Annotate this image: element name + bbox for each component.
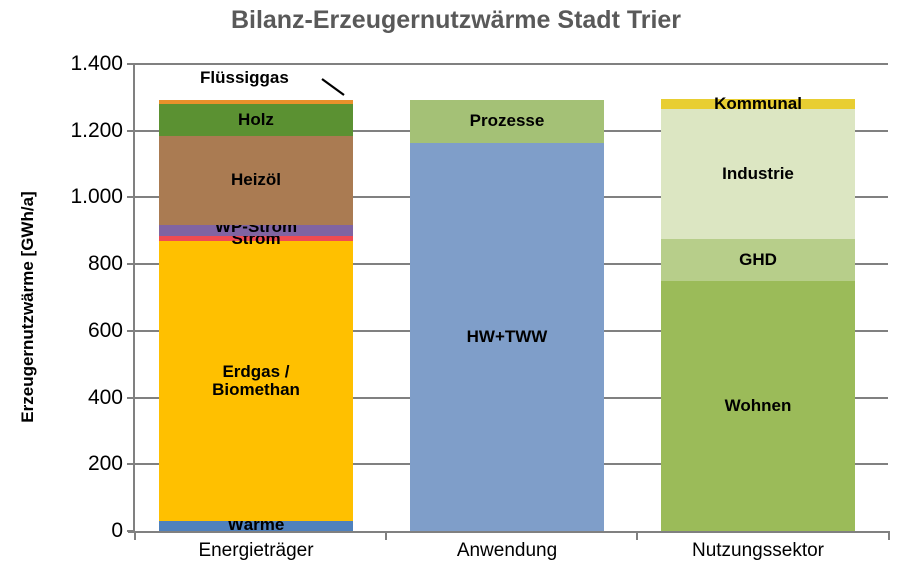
bar-segment-erdgas-biomethan[interactable]: Erdgas / Biomethan xyxy=(159,240,353,521)
x-axis-tick xyxy=(134,531,136,540)
y-axis-line xyxy=(133,64,135,533)
x-axis-tick xyxy=(636,531,638,540)
y-axis-tick-label: 1.400 xyxy=(70,52,123,75)
y-axis-tick-label: 0 xyxy=(111,519,123,542)
y-axis-tick xyxy=(127,196,134,199)
x-axis-category-label: Energieträger xyxy=(198,540,314,561)
y-axis-tick-label: 400 xyxy=(87,385,123,409)
x-axis-tick xyxy=(888,531,890,540)
y-axis-tick xyxy=(127,129,134,132)
y-axis-tick-label: 800 xyxy=(87,252,123,276)
y-axis-tick xyxy=(127,263,134,266)
y-axis-tick-label: 600 xyxy=(87,318,123,342)
y-axis-tick-label: 1.000 xyxy=(70,185,123,209)
y-axis-tick xyxy=(127,329,134,332)
y-axis-tick xyxy=(127,63,134,65)
y-axis-tick xyxy=(127,396,134,399)
x-axis-tick xyxy=(385,531,387,540)
bar-segment-flüssiggas[interactable] xyxy=(159,99,353,104)
chart-title: Bilanz-Erzeugernutzwärme Stadt Trier xyxy=(230,6,682,34)
gridline xyxy=(134,63,888,65)
y-axis-tick xyxy=(127,463,134,466)
x-axis-line xyxy=(128,531,888,533)
flüssiggas-callout-label: Flüssiggas xyxy=(200,68,289,87)
y-axis-tick-label: 1.200 xyxy=(70,118,123,142)
x-axis-category-label: Anwendung xyxy=(456,540,558,561)
y-axis-tick-label: 200 xyxy=(87,452,123,476)
x-axis-category-label: Nutzungssektor xyxy=(691,540,824,561)
